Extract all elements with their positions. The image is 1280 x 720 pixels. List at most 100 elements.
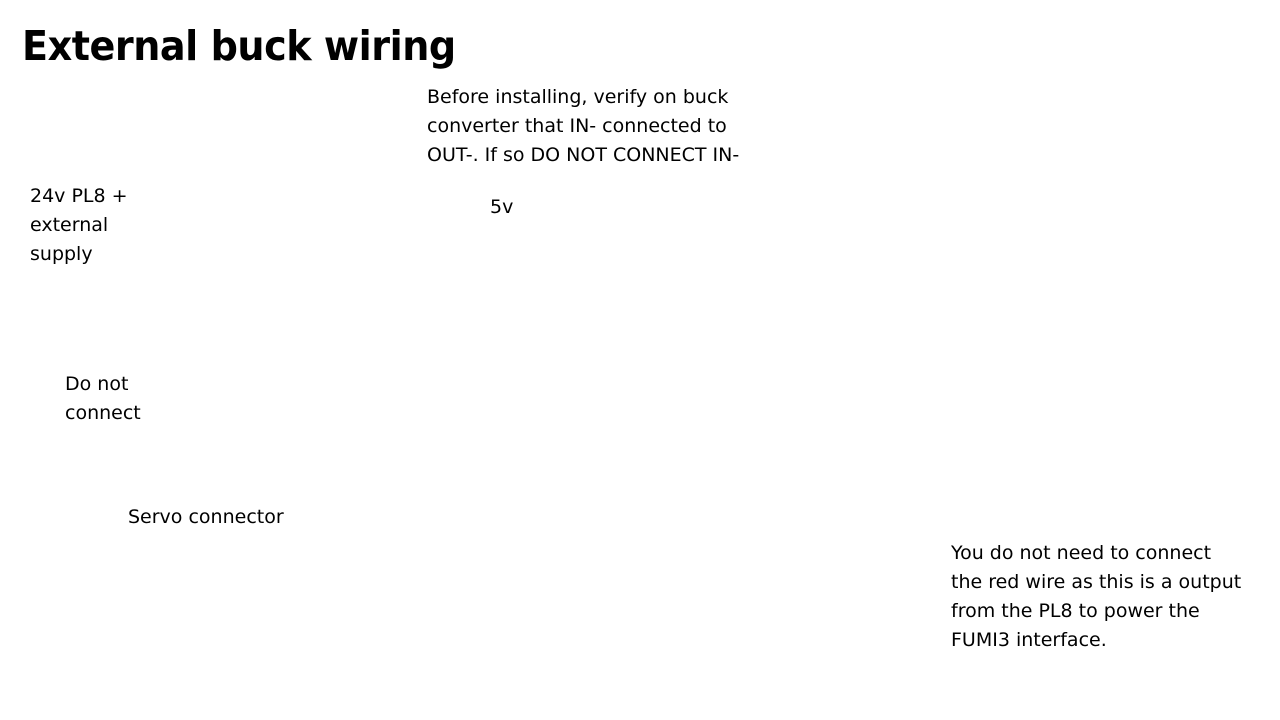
ic-chip (250, 226, 322, 288)
warning-note-line: OUT-. If so DO NOT CONNECT IN- (427, 144, 740, 166)
header-pin-ring (867, 425, 897, 455)
pin-label-txd: TXD (874, 388, 892, 415)
side-pad (808, 194, 826, 204)
side-pad (808, 302, 826, 312)
pin-label-state: State (815, 388, 833, 433)
red-wire-note-line: You do not need to connect (951, 542, 1212, 564)
bottom-pad (916, 360, 927, 376)
junction-dot (906, 510, 918, 522)
side-pad (966, 266, 984, 276)
antenna-trace (841, 49, 968, 112)
side-pad (966, 158, 984, 168)
pad-hole (454, 220, 466, 232)
side-pad (966, 140, 984, 150)
page-title: External buck wiring (22, 22, 456, 70)
diode-body (701, 563, 768, 591)
bottom-pad (949, 360, 960, 376)
header-pin-ring (837, 425, 868, 455)
red-wire-note-line: FUMI3 interface. (951, 629, 1107, 651)
servo-housing (111, 535, 313, 653)
junction-dot (906, 628, 918, 640)
pin-label-vcc: VCC (933, 388, 951, 415)
side-pad (966, 194, 984, 204)
bottom-pad (933, 360, 943, 376)
bottom-pad (850, 360, 861, 376)
side-pad (966, 212, 984, 222)
gnd-wire-module (906, 510, 918, 640)
warning-note: Before installing, verify on buck conver… (427, 83, 739, 170)
side-pad (808, 212, 826, 222)
side-pad (808, 122, 826, 132)
inductor-marking: 100 (290, 325, 333, 353)
pad-label-out-minus: OUT- (443, 343, 477, 359)
module-board (802, 34, 990, 460)
header-pin-ring (926, 425, 956, 455)
side-pad (808, 248, 826, 258)
side-pad (966, 338, 984, 348)
inductor: 100 (266, 294, 358, 386)
side-pad (966, 230, 984, 240)
servo-plug (309, 555, 356, 647)
side-pad (808, 230, 826, 240)
buck-converter-board: IN+ IN- OUT+ OUT- C106 (155, 200, 486, 424)
chip-subtitle: Bluetooth (896, 182, 909, 242)
side-pad (966, 176, 984, 186)
do-not-connect-label: Do not connect (65, 370, 141, 428)
side-pad (808, 338, 826, 348)
pad-in-plus (164, 220, 198, 255)
pin-label-key: Key (963, 388, 981, 415)
side-pad (808, 176, 826, 186)
warning-note-line: converter that IN- connected to (427, 115, 727, 137)
bluetooth-chip (869, 167, 955, 257)
pin-label-gnd: GND (904, 388, 922, 415)
bottom-pad (883, 360, 894, 376)
header-pin-rxd (846, 440, 859, 514)
side-pads-left (808, 122, 826, 348)
diode (680, 563, 790, 591)
pad-label-in-plus: IN+ (174, 266, 199, 282)
pin-label-rxd: RXD (845, 388, 863, 415)
txd-wire-green (787, 510, 888, 582)
output-voltage-label: 5v (490, 196, 514, 218)
rxd-wire-yellow (669, 511, 856, 581)
pad-label-out-plus: OUT+ (437, 256, 471, 272)
pad-label-in-minus: IN- (176, 354, 201, 370)
label-c106: C106 (404, 301, 426, 311)
bottom-pads (834, 360, 960, 376)
junction-dot (845, 510, 857, 522)
bottom-pad (900, 360, 910, 376)
input-supply-label: 24v PL8 + external supply (30, 182, 128, 269)
bottom-pad (867, 360, 877, 376)
header-pin-txd (876, 440, 888, 514)
warning-note-line: Before installing, verify on buck (427, 86, 729, 108)
diode-cathode-band (748, 563, 755, 591)
smd-resistors (351, 219, 418, 285)
do-not-connect-line: Do not (65, 373, 129, 395)
side-pad (966, 320, 984, 330)
side-pad (966, 302, 984, 312)
module-pcb (822, 34, 970, 360)
capacitors (168, 284, 476, 400)
input-label-line: 24v PL8 + (30, 185, 128, 207)
side-pad (808, 140, 826, 150)
servo-connector (111, 535, 356, 653)
red-wire-note-line: the red wire as this is a output (951, 571, 1242, 593)
red-wire-note-line: from the PL8 to power the (951, 600, 1200, 622)
pad-out-minus (452, 360, 482, 410)
side-pad (808, 284, 826, 294)
side-pad (966, 284, 984, 294)
do-not-connect-line: connect (65, 402, 141, 424)
header-pin-ring (955, 425, 986, 455)
side-pad (808, 158, 826, 168)
header-pin-ring (896, 425, 927, 455)
header-pin-gnd (905, 440, 918, 514)
header-pins (808, 425, 986, 514)
junction-dot (906, 570, 918, 582)
input-label-line: supply (30, 243, 93, 265)
side-pad (808, 320, 826, 330)
header-pin-ring (808, 425, 838, 455)
side-pad (966, 248, 984, 258)
pad-hole (175, 231, 187, 243)
memory-chip (869, 283, 955, 349)
